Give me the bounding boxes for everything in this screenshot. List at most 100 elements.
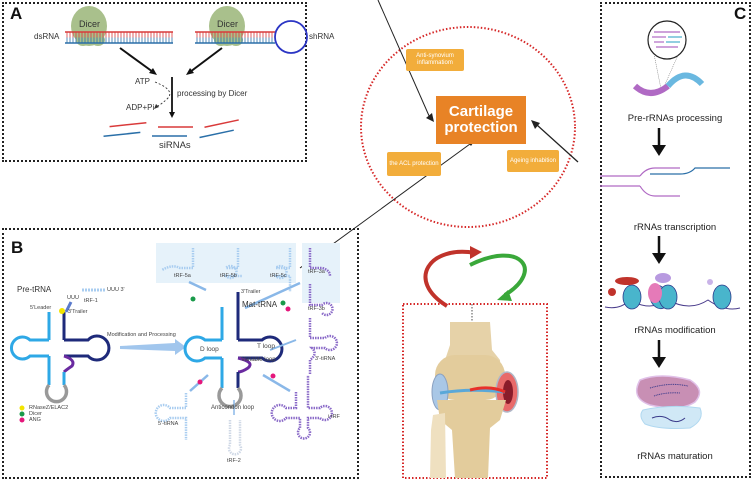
- acl-protection-box: the ACL protection: [387, 152, 441, 176]
- green-cycle-arrow: [469, 253, 527, 297]
- pre-rrna-blue: [665, 72, 705, 89]
- legend-dicer-label: Dicer: [29, 411, 42, 417]
- cartilage-protection-line1: Cartilage: [448, 103, 514, 120]
- panel-c: [600, 2, 751, 478]
- trna3-shape: [308, 318, 339, 375]
- trf5a-label: tRF-5a: [174, 273, 191, 279]
- trf3a-label: tRF-3a: [308, 269, 325, 275]
- variable-loop-label: Variable loop: [241, 357, 276, 363]
- mat-trna-label: Mat-tRNA: [242, 300, 278, 309]
- cartilage-protection-line2: protection: [444, 119, 518, 136]
- ageing-inhibition-box: Ageing inhabition: [507, 150, 559, 172]
- d-loop-label: D loop: [200, 346, 219, 353]
- panel-a: [2, 2, 307, 162]
- trf3a-shape: [308, 248, 332, 277]
- panel-b-letter: B: [11, 238, 24, 257]
- ang-marker-3: [270, 373, 276, 379]
- ribosome-small: [640, 405, 702, 429]
- nucleosome-2: [658, 284, 678, 310]
- anti-synovium-box: Anti-synovium inflammatiom: [406, 49, 464, 71]
- arrow-shrna-to-processing: [189, 47, 223, 73]
- connector-panel-a: [377, 0, 431, 119]
- pre-trna-structure: [10, 288, 111, 404]
- center-dotted-circle: [360, 26, 576, 228]
- legend-ang-label: ANG: [29, 417, 41, 423]
- modification-arrow: [120, 339, 186, 355]
- trf5a-shape: [161, 248, 195, 272]
- panel-c-letter: C: [734, 4, 747, 23]
- red-arrow-head: [470, 246, 482, 259]
- magnifier-circle: [647, 20, 687, 60]
- pre-trna-label: Pre-tRNA: [17, 285, 52, 294]
- trna3-label: 3'-tiRNA: [315, 356, 336, 362]
- mat-trailer3-label: 3'Trailer: [241, 289, 261, 295]
- step-rrna-maturation: rRNAs maturation: [637, 451, 713, 462]
- trf5c-shape: [273, 248, 292, 292]
- step-rrna-transcription: rRNAs transcription: [633, 222, 717, 233]
- trf3-background: [302, 243, 340, 303]
- ribosome-large: [635, 375, 701, 409]
- panel-a-letter: A: [10, 4, 23, 23]
- step-rrna-modification: rRNAs modification: [634, 325, 716, 336]
- modifier-purple: [655, 273, 671, 283]
- shrna-label: shRNA: [309, 32, 335, 41]
- step-pre-rrna-processing: Pre-rRNAs processing: [627, 113, 723, 124]
- anticodon-loop-label: Anticondon loop: [211, 405, 255, 411]
- processing-label: processing by Dicer: [177, 89, 248, 98]
- uuu-label: UUU: [67, 295, 79, 301]
- dicer-marker-1: [190, 296, 196, 302]
- nucleosome-4: [622, 284, 642, 310]
- legend-rnasez-label: RNaseZ/ELAC2: [29, 405, 69, 411]
- trna5-label: 5'-tiRNA: [158, 421, 179, 427]
- atp-label: ATP: [135, 77, 150, 86]
- green-arrow-head: [497, 290, 512, 301]
- rnasez-cut-site: [59, 308, 65, 314]
- itrf-shape: [270, 375, 334, 440]
- atp-curve: [154, 81, 171, 108]
- modifier-purple-small: [707, 279, 713, 285]
- trf3b-label: tRF-3b: [308, 306, 325, 312]
- arrow-dsrna-to-processing: [119, 47, 154, 73]
- modifier-red-oval: [615, 277, 639, 285]
- panel-b: [2, 228, 359, 479]
- cartilage-protection-box: Cartilage protection: [436, 96, 526, 144]
- trf5c-label: tRF-5c: [270, 273, 287, 279]
- trf5b-label: tRF-5b: [220, 273, 237, 279]
- trf2-label: tRF-2: [227, 458, 241, 464]
- modification-processing-label: Modification and Processing: [107, 332, 176, 338]
- knee-illustration: [430, 322, 519, 478]
- sirna-1: [103, 121, 147, 138]
- shrna-duplex: [195, 20, 308, 54]
- trf3b-shape: [308, 284, 334, 317]
- trf1-label: tRF-1: [84, 298, 98, 304]
- modifier-pink: [648, 283, 662, 303]
- nucleosome-3: [712, 284, 732, 310]
- sirna-3: [199, 119, 239, 139]
- dicer-right-label: Dicer: [217, 19, 239, 29]
- dicer-left-label: Dicer: [79, 19, 101, 29]
- sirna-2: [152, 126, 193, 137]
- dsrna-label: dsRNA: [34, 32, 60, 41]
- step-arrow-3: [652, 340, 666, 368]
- modifier-red-dot: [608, 288, 616, 296]
- step-arrow-2: [652, 236, 666, 264]
- trailer3-label: 3'Trailer: [68, 309, 88, 315]
- dsrna-duplex: [65, 31, 173, 44]
- red-cycle-arrow: [423, 249, 476, 308]
- sirnas-label: siRNAs: [159, 140, 191, 151]
- mat-trna-structure: [183, 292, 284, 409]
- transcription-bubble: [600, 167, 730, 197]
- adp-label: ADP+Pi: [126, 103, 155, 112]
- step-arrow-1: [652, 128, 666, 156]
- ang-marker-2: [197, 379, 203, 385]
- t-loop-label: T loop: [257, 343, 275, 350]
- magnifier-strands: [652, 31, 682, 48]
- pre-rrna-purple: [632, 83, 670, 96]
- ang-marker-1: [285, 306, 291, 312]
- connector-panel-c: [536, 124, 579, 163]
- trf5b-shape: [223, 248, 242, 280]
